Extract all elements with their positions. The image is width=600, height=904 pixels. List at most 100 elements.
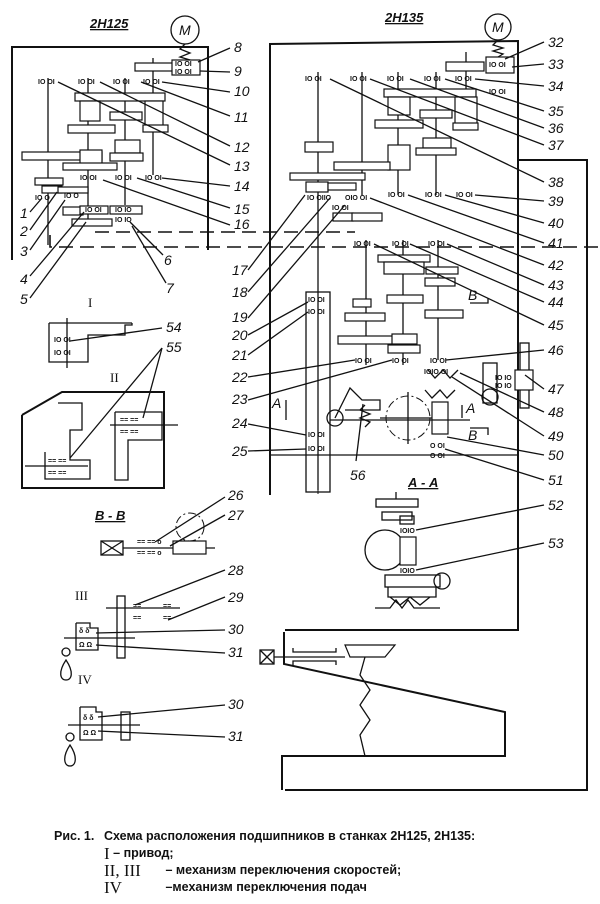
section-aa-title: А - А [407,475,438,490]
svg-text:IOIO: IOIO [400,568,415,575]
callout-32: 32 [548,34,564,50]
cut-b-label-top: В [468,287,477,303]
callout-31b: 31 [228,728,244,744]
callout-19: 19 [232,309,248,325]
svg-text:== ==: == == [48,470,66,477]
svg-text:IO OI: IO OI [54,337,71,344]
callout-55: 55 [166,339,182,355]
dial-scale [375,498,419,508]
housing-2h125 [11,46,209,260]
callout-38: 38 [548,174,564,190]
callout-37: 37 [548,137,565,153]
base-housing [285,159,588,791]
callout-14: 14 [234,178,250,194]
callout-52: 52 [548,497,564,513]
callout-31: 31 [228,644,244,660]
callout-36: 36 [548,120,564,136]
svg-text:== ==: == == [120,429,138,436]
callout-45: 45 [548,317,564,333]
svg-text:IO OI: IO OI [424,76,441,83]
callout-22: 22 [231,369,248,385]
bearing-markers-2h135: IO OI IO OI IO OI IO OI IO OI IO OI IO O… [305,62,506,453]
svg-text:IO OI: IO OI [387,76,404,83]
title-2h135: 2Н135 [384,10,424,25]
svg-text:IO OI: IO OI [430,358,447,365]
callout-47: 47 [548,381,565,397]
svg-text:IO OI: IO OI [425,192,442,199]
caption-item-roman: IV [104,878,122,897]
callout-35: 35 [548,103,564,119]
caption-item: I – привод; [54,845,475,862]
callout-1: 1 [20,205,28,221]
callout-49: 49 [548,428,564,444]
callout-7: 7 [166,280,175,296]
caption-item-text: – механизм переключения скоростей; [165,863,402,877]
callout-15: 15 [234,201,250,217]
base-table [259,632,506,790]
callout-43: 43 [548,277,564,293]
svg-text:IO OI: IO OI [355,358,372,365]
callout-56: 56 [350,467,366,483]
svg-text:IO OI: IO OI [38,79,55,86]
svg-text:IO OI: IO OI [115,175,132,182]
caption-item-text: –механизм переключения подач [165,880,367,894]
view-i-label: I [88,295,92,310]
svg-text:IO O: IO O [64,193,79,200]
svg-text:IO OI: IO OI [455,76,472,83]
callout-13: 13 [234,158,250,174]
svg-text:==: == [133,603,141,610]
svg-text:IO IO: IO IO [115,217,132,224]
callout-30: 30 [228,621,244,637]
svg-text:IO OI: IO OI [175,61,192,68]
cut-b-label-bottom: В [468,427,477,443]
callout-12: 12 [234,139,250,155]
svg-text:IO IO: IO IO [115,207,132,214]
svg-text:Ω Ω: Ω Ω [79,642,93,649]
svg-text:IO OI: IO OI [392,358,409,365]
svg-text:IO OI: IO OI [308,432,325,439]
callout-41: 41 [548,235,564,251]
svg-text:IO OI: IO OI [78,79,95,86]
callout-17: 17 [232,262,249,278]
svg-text:IO OI: IO OI [308,446,325,453]
svg-text:O OI: O OI [430,453,445,460]
callout-11: 11 [234,109,249,125]
machine-2h125: 2Н125 M IO OI IO OI [11,15,600,260]
svg-text:== == o: == == o [137,550,162,557]
machine-2h135: 2Н135 M [269,10,588,791]
callout-27: 27 [227,507,245,523]
view-iii-label: III [75,588,88,603]
svg-text:IO OI: IO OI [332,205,349,212]
view-iv: IV δ δ Ω Ω [64,672,140,767]
svg-text:IO OI: IO OI [85,207,102,214]
svg-text:IO IO: IO IO [495,383,512,390]
view-ii-label: II [110,370,119,385]
callout-21: 21 [231,347,248,363]
svg-text:IO OI: IO OI [80,175,97,182]
cut-a-label-right: А [465,400,475,416]
cut-a-label-left: А [271,395,281,411]
svg-text:IOIO: IOIO [400,528,415,535]
callout-10: 10 [234,83,250,99]
svg-text:IO OI: IO OI [54,350,71,357]
svg-text:IO OI: IO OI [350,76,367,83]
svg-text:δ δ: δ δ [79,628,89,635]
motor-label-2h135: M [492,19,504,35]
callout-34: 34 [548,78,564,94]
callout-23: 23 [231,391,248,407]
svg-text:IO OI: IO OI [145,175,162,182]
column-housing [269,39,519,631]
caption-item: II, III – механизм переключения скоросте… [54,862,475,879]
callout-39: 39 [548,193,564,209]
section-bb-title: В - В [95,508,125,523]
callout-3: 3 [20,243,28,259]
callout-28: 28 [227,562,244,578]
svg-text:IO OIIO: IO OIIO [307,195,332,202]
svg-text:IO OI: IO OI [428,241,445,248]
figure-caption: Рис. 1. Схема расположения подшипников в… [54,828,475,896]
callout-6: 6 [164,252,172,268]
callout-4: 4 [20,271,28,287]
callout-33: 33 [548,56,564,72]
callout-5: 5 [20,291,28,307]
